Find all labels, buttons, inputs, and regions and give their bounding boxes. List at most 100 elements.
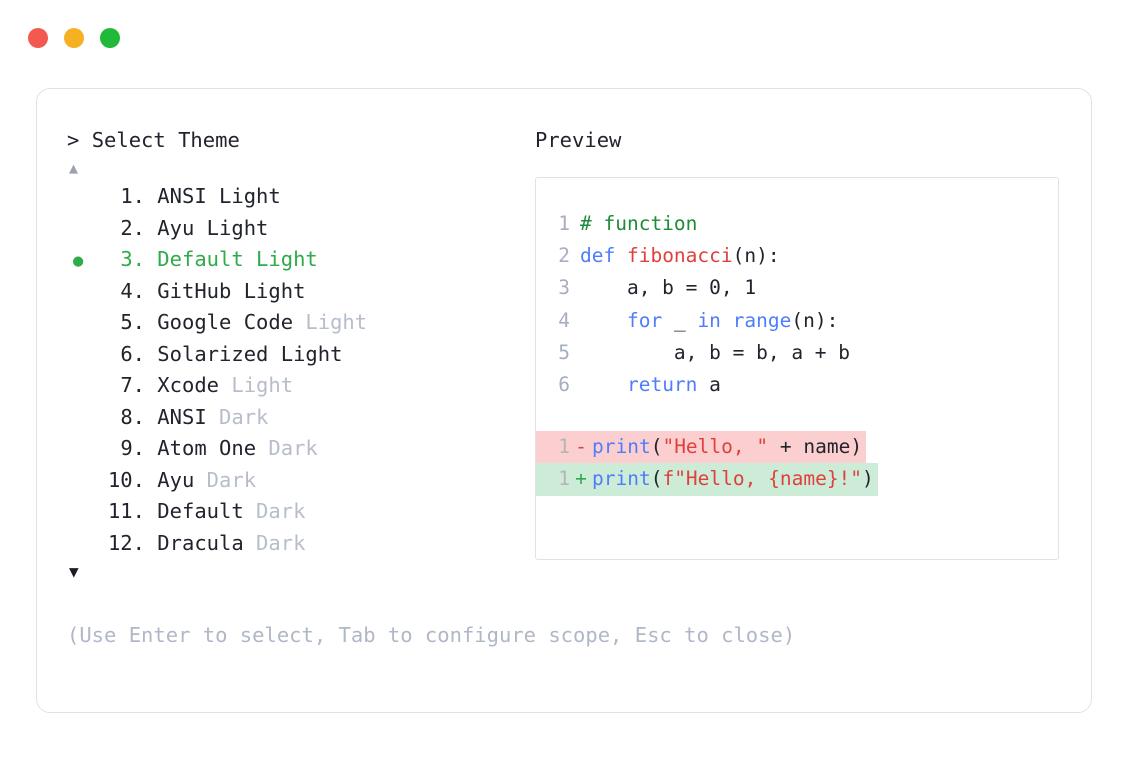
theme-item-number: 12.	[107, 530, 145, 555]
diff-line-text: print("Hello, " + name)	[592, 431, 866, 463]
code-token: (	[650, 435, 663, 459]
theme-item-name: Atom One	[157, 436, 257, 460]
close-window-button[interactable]	[28, 28, 48, 48]
code-token: for	[626, 308, 663, 332]
code-token: return	[626, 372, 698, 396]
scroll-down-arrow-icon[interactable]: ▼	[69, 562, 79, 581]
theme-item-variant: Light	[231, 278, 306, 303]
code-line: 5 a, b = b, a + b	[536, 337, 1058, 369]
code-token: range	[732, 308, 792, 332]
theme-item-name: Xcode	[157, 373, 220, 397]
code-token: )	[862, 467, 874, 491]
theme-list-item[interactable]: 5. Google Code Light	[67, 307, 535, 339]
maximize-window-button[interactable]	[100, 28, 120, 48]
theme-item-name: Dracula	[157, 530, 244, 555]
theme-item-name: Default	[157, 499, 244, 523]
code-token	[580, 373, 627, 396]
code-line-text: def fibonacci(n):	[570, 240, 780, 272]
prompt-caret-icon: >	[67, 128, 80, 152]
theme-item-number: 10.	[107, 467, 145, 492]
theme-list-item[interactable]: 1. ANSI Light	[67, 181, 535, 213]
theme-item-variant: Light	[219, 373, 294, 397]
theme-item-number: 1.	[120, 184, 145, 208]
theme-item-variant: Light	[293, 310, 368, 334]
code-token: + name	[768, 435, 851, 459]
code-line-text: # function	[570, 208, 697, 240]
theme-item-name: Google Code	[157, 310, 294, 334]
theme-item-variant: Dark	[194, 467, 257, 492]
theme-item-name: GitHub	[157, 278, 232, 303]
theme-item-variant: Light	[194, 215, 269, 240]
theme-list-column: > Select Theme ▲ 1. ANSI Light 2. Ayu Light…	[67, 125, 535, 585]
theme-selector-card: > Select Theme ▲ 1. ANSI Light 2. Ayu Light…	[36, 88, 1092, 713]
code-line: 4 for _ in range(n):	[536, 305, 1058, 337]
theme-item-number: 2.	[120, 215, 145, 240]
theme-item-variant: Dark	[206, 404, 269, 429]
code-line-text: for _ in range(n):	[570, 305, 838, 337]
preview-label: Preview	[535, 128, 622, 152]
code-token: (	[650, 467, 663, 491]
theme-item-number: 7.	[120, 373, 145, 397]
code-token: f"Hello, {name}!"	[662, 467, 863, 491]
minimize-window-button[interactable]	[64, 28, 84, 48]
scroll-up-arrow-icon[interactable]: ▲	[69, 159, 79, 177]
line-number: 1	[558, 467, 570, 491]
code-token	[721, 309, 733, 332]
theme-list-item[interactable]: 8.ANSI Dark	[67, 402, 535, 434]
theme-item-variant: Light	[206, 184, 281, 208]
code-token: (n):	[791, 308, 839, 332]
line-number: 3	[558, 276, 570, 300]
code-token: a, b = 0, 1	[580, 276, 757, 300]
theme-item-number: 8.	[120, 404, 145, 429]
line-number: 1	[558, 435, 570, 459]
code-token: in	[697, 308, 721, 332]
theme-list-item[interactable]: 2. Ayu Light	[67, 213, 535, 245]
diff-line-text: print(f"Hello, {name}!")	[592, 463, 878, 495]
line-number: 6	[558, 372, 570, 396]
theme-item-name: Solarized	[157, 341, 269, 366]
theme-item-number: 5.	[120, 310, 145, 334]
theme-list-item[interactable]: 4. GitHub Light	[67, 276, 535, 308]
theme-list-item[interactable]: 12. Dracula Dark	[67, 528, 535, 560]
diff-minus-icon: -	[575, 435, 587, 459]
line-number: 5	[558, 340, 570, 364]
line-number: 2	[558, 244, 570, 268]
theme-item-variant: Dark	[243, 530, 306, 555]
theme-list-item[interactable]: 7. Xcode Light	[67, 370, 535, 402]
theme-list-item[interactable]: 10.Ayu Dark	[67, 465, 535, 497]
diff-removed-line: 1-print("Hello, " + name)	[536, 431, 867, 464]
diff-added-line: 1+print(f"Hello, {name}!")	[536, 463, 878, 496]
theme-item-number: 3.	[120, 247, 145, 271]
code-token: # function	[580, 212, 698, 235]
theme-item-variant: Light	[243, 247, 318, 271]
code-token: fibonacci	[626, 244, 733, 268]
code-token: def	[580, 244, 627, 268]
code-line-text: return a	[570, 369, 721, 401]
theme-item-number: 9.	[120, 436, 145, 460]
theme-list-item[interactable]: 6. Solarized Light	[67, 339, 535, 371]
theme-item-variant: Dark	[256, 436, 318, 460]
theme-item-number: 6.	[120, 341, 145, 366]
theme-item-variant: Light	[268, 341, 343, 366]
theme-item-number: 4.	[120, 278, 145, 303]
code-token	[580, 309, 627, 332]
code-token: a	[697, 372, 721, 396]
selected-bullet-icon: ●	[73, 251, 84, 271]
theme-item-name: Ayu	[157, 215, 195, 240]
theme-item-name: ANSI	[157, 184, 207, 208]
code-token: )	[850, 435, 863, 459]
theme-list-item[interactable]: 11.Default Dark	[67, 496, 535, 528]
page-title: Select Theme	[91, 128, 240, 152]
code-token: "Hello, "	[662, 435, 769, 459]
theme-item-name: Default	[157, 247, 244, 271]
theme-list-item[interactable]: ● 3. Default Light	[67, 244, 535, 276]
code-token: print	[592, 435, 651, 459]
theme-list-item[interactable]: 9. Atom One Dark	[67, 433, 535, 465]
code-line: 6 return a	[536, 369, 1058, 401]
